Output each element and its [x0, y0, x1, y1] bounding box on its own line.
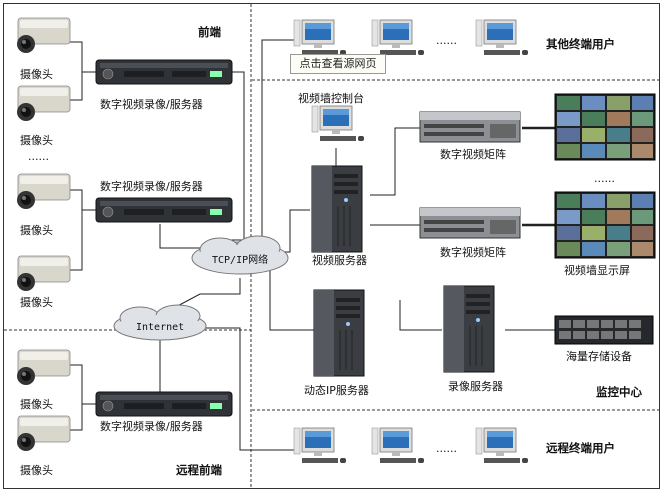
view-source-caption[interactable]: 点击查看源网页	[290, 54, 386, 74]
camera-icon	[16, 415, 71, 452]
camera-icon	[16, 255, 71, 292]
camera-label: 摄像头	[20, 224, 53, 237]
camera-icon	[16, 17, 71, 54]
wall-console-label: 视频墙控制台	[298, 92, 364, 105]
dvr-label: 数字视频录像/服务器	[100, 98, 203, 111]
region-title-front-end: 前端	[198, 25, 221, 39]
wall-ellipsis: ......	[594, 172, 615, 185]
video-wall-icon	[554, 93, 656, 161]
computer-icon	[293, 19, 347, 56]
matrix-label: 数字视频矩阵	[440, 246, 506, 259]
computer-icon	[311, 105, 365, 142]
region-title-other-terminals: 其他终端用户	[546, 37, 615, 51]
dynamic-ip-label: 动态IP服务器	[304, 384, 369, 397]
terminal-ellipsis: ......	[436, 34, 457, 47]
server-tower-icon	[443, 285, 495, 373]
camera-icon	[16, 85, 71, 122]
camera-icon	[16, 349, 71, 386]
record-server-label: 录像服务器	[448, 380, 503, 393]
camera-ellipsis: ......	[28, 150, 49, 163]
region-title-monitor-center: 监控中心	[596, 385, 642, 399]
camera-label: 摄像头	[20, 296, 53, 309]
computer-icon	[371, 427, 425, 464]
camera-label: 摄像头	[20, 398, 53, 411]
dvr-icon	[95, 197, 233, 223]
dvr-icon	[95, 391, 233, 417]
storage-icon	[554, 315, 654, 345]
computer-icon	[475, 427, 529, 464]
video-wall-icon	[554, 191, 656, 259]
region-title-remote-front-end: 远程前端	[176, 463, 222, 477]
matrix-icon	[419, 111, 521, 143]
video-server-label: 视频服务器	[312, 254, 367, 267]
region-title-remote-terminals: 远程终端用户	[546, 441, 615, 455]
tcpip-cloud-icon	[191, 235, 289, 275]
computer-icon	[371, 19, 425, 56]
computer-icon	[475, 19, 529, 56]
internet-cloud-icon	[113, 304, 207, 341]
camera-label: 摄像头	[20, 68, 53, 81]
server-tower-icon	[313, 289, 365, 377]
computer-icon	[293, 427, 347, 464]
camera-icon	[16, 173, 71, 210]
dvr-icon	[95, 59, 233, 85]
dvr-label: 数字视频录像/服务器	[100, 180, 203, 193]
camera-label: 摄像头	[20, 464, 53, 477]
matrix-icon	[419, 207, 521, 239]
dvr-label: 数字视频录像/服务器	[100, 420, 203, 433]
diagram-frame	[3, 3, 660, 489]
matrix-label: 数字视频矩阵	[440, 148, 506, 161]
camera-label: 摄像头	[20, 134, 53, 147]
server-tower-icon	[311, 165, 363, 253]
remote-terminal-ellipsis: ......	[436, 442, 457, 455]
tcpip-label: TCP/IP网络	[212, 255, 269, 266]
internet-label: Internet	[136, 322, 185, 333]
storage-label: 海量存储设备	[566, 350, 632, 363]
wall-display-label: 视频墙显示屏	[564, 264, 630, 277]
